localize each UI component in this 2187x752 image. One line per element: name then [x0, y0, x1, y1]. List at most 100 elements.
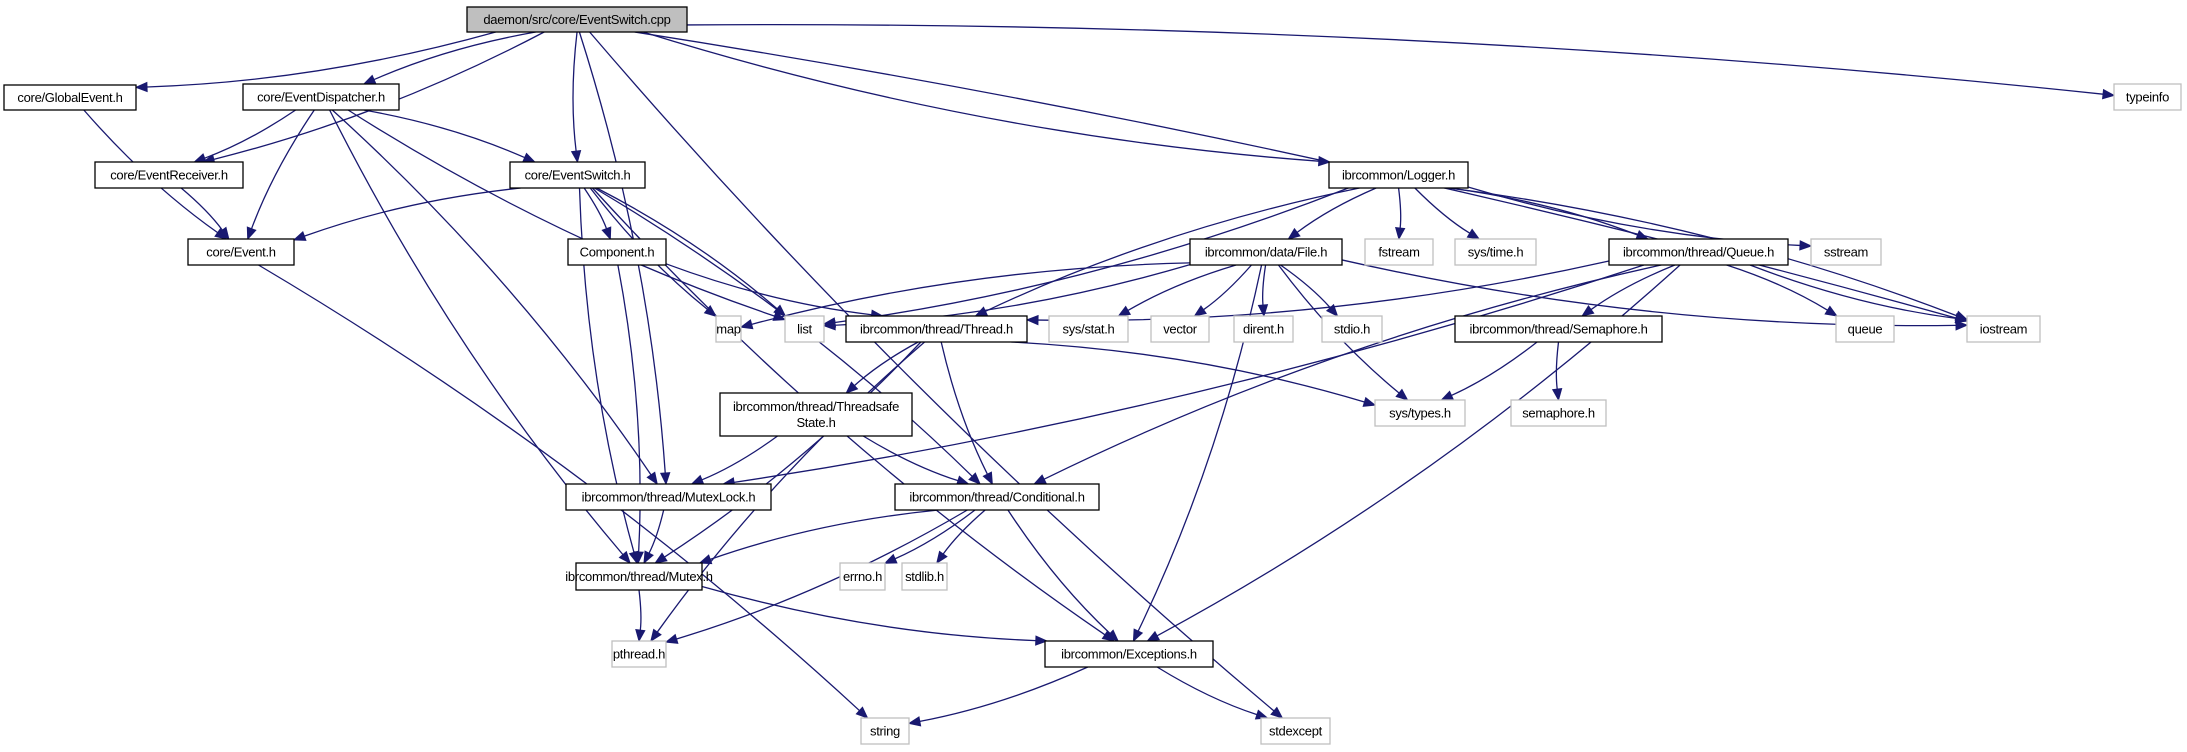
edge-thread-to-systypes — [1011, 341, 1365, 403]
node-queue_h[interactable]: ibrcommon/thread/Queue.h — [1608, 238, 1789, 266]
edge-eventdispatcher-to-eventswitch_h — [363, 109, 525, 159]
arrowhead-queue_h-to-iostream — [1954, 313, 1969, 324]
node-fstream[interactable]: fstream — [1364, 238, 1434, 266]
node-label: sstream — [1824, 245, 1868, 260]
edge-file-to-dirent — [1262, 264, 1267, 306]
node-eventdispatcher[interactable]: core/EventDispatcher.h — [242, 83, 400, 111]
edge-tsstate-to-mutexlock — [701, 435, 778, 481]
node-label: ibrcommon/data/File.h — [1205, 245, 1327, 260]
arrowhead-eventswitch_h-to-event — [292, 231, 307, 241]
node-pthread[interactable]: pthread.h — [611, 640, 667, 668]
node-box — [1048, 315, 1129, 343]
node-box — [1374, 399, 1466, 427]
node-file[interactable]: ibrcommon/data/File.h — [1189, 238, 1343, 266]
edge-conditional-to-mutex — [709, 509, 939, 560]
node-semaphore[interactable]: semaphore.h — [1510, 399, 1607, 427]
node-sysstat[interactable]: sys/stat.h — [1048, 315, 1129, 343]
node-vector[interactable]: vector — [1150, 315, 1210, 343]
node-label: pthread.h — [613, 647, 665, 662]
node-logger[interactable]: ibrcommon/Logger.h — [1328, 161, 1469, 189]
node-stdio[interactable]: stdio.h — [1321, 315, 1383, 343]
edge-root-to-eventdispatcher — [373, 31, 536, 81]
arrowhead-queue_h-to-semaphore_h — [1581, 305, 1595, 317]
node-stdlib[interactable]: stdlib.h — [901, 562, 948, 591]
node-box — [1810, 238, 1882, 266]
edge-conditional-to-exceptions — [1007, 509, 1111, 634]
node-semaphore_h[interactable]: ibrcommon/thread/Semaphore.h — [1454, 315, 1663, 343]
node-eventswitch_h[interactable]: core/EventSwitch.h — [509, 161, 646, 189]
node-box — [1608, 238, 1789, 266]
node-list[interactable]: list — [784, 315, 825, 343]
arrowhead-thread-to-systypes — [1362, 396, 1377, 407]
node-box — [187, 238, 295, 266]
node-box — [1966, 315, 2041, 343]
node-typeinfo[interactable]: typeinfo — [2113, 83, 2182, 111]
node-globalevent[interactable]: core/GlobalEvent.h — [3, 84, 137, 111]
edge-logger-to-iostream — [1449, 187, 1957, 317]
edge-root-to-stdexcept — [589, 31, 1275, 712]
node-box — [567, 238, 667, 266]
arrowhead-file-to-systypes — [1395, 388, 1409, 401]
node-dirent[interactable]: dirent.h — [1233, 315, 1294, 343]
edge-logger-to-thread — [985, 187, 1360, 312]
node-box — [1044, 640, 1214, 668]
node-sstream[interactable]: sstream — [1810, 238, 1882, 266]
arrowhead-root-to-eventdispatcher — [362, 74, 377, 85]
node-systypes[interactable]: sys/types.h — [1374, 399, 1466, 427]
node-box — [575, 562, 703, 591]
edge-conditional-to-pthread — [676, 509, 968, 640]
node-label: ibrcommon/thread/Queue.h — [1623, 245, 1774, 260]
node-map[interactable]: map — [715, 315, 742, 343]
node-box — [611, 640, 667, 668]
node-box — [1364, 238, 1434, 266]
node-stdexcept[interactable]: stdexcept — [1260, 717, 1331, 745]
arrowhead-eventswitch_h-to-component — [601, 226, 612, 241]
nodes-layer: daemon/src/core/EventSwitch.cpp core/Glob… — [3, 6, 2182, 745]
node-mutex[interactable]: ibrcommon/thread/Mutex.h — [565, 562, 713, 591]
node-eventreceiver[interactable]: core/EventReceiver.h — [94, 161, 244, 189]
arrowhead-mutex-to-pthread — [635, 628, 646, 643]
arrowhead-logger-to-file — [1287, 227, 1301, 240]
arrowhead-thread-to-conditional — [982, 471, 993, 486]
arrowhead-file-to-vector — [1193, 305, 1207, 317]
node-errno[interactable]: errno.h — [839, 562, 886, 591]
node-label: core/Event.h — [206, 245, 275, 260]
arrowhead-event-to-string — [855, 706, 869, 719]
node-label: sys/time.h — [1468, 245, 1524, 260]
edge-eventswitch_h-to-event — [304, 187, 521, 237]
arrowhead-file-to-sysstat — [1117, 305, 1132, 317]
node-box — [1328, 161, 1469, 189]
arrowhead-eventdispatcher-to-eventswitch_h — [522, 152, 536, 163]
arrowhead-thread-to-pthread — [650, 628, 662, 643]
edge-eventdispatcher-to-eventreceiver — [204, 109, 297, 159]
arrowhead-file-to-list — [822, 319, 836, 331]
node-iostream[interactable]: iostream — [1966, 315, 2041, 343]
node-conditional[interactable]: ibrcommon/thread/Conditional.h — [894, 483, 1100, 511]
node-label: daemon/src/core/EventSwitch.cpp — [483, 12, 670, 27]
node-string[interactable]: string — [860, 717, 910, 745]
node-mutexlock[interactable]: ibrcommon/thread/MutexLock.h — [565, 483, 772, 511]
edge-file-to-vector — [1203, 264, 1252, 311]
node-event[interactable]: core/Event.h — [187, 238, 295, 266]
node-box — [839, 562, 886, 591]
node-queue[interactable]: queue — [1835, 315, 1895, 343]
edge-eventdispatcher-to-event — [250, 109, 315, 229]
node-component[interactable]: Component.h — [567, 238, 667, 266]
arrowhead-logger-to-sstream — [1799, 240, 1813, 251]
node-thread[interactable]: ibrcommon/thread/Thread.h — [845, 315, 1028, 343]
arrowhead-logger-to-fstream — [1395, 226, 1406, 241]
edge-logger-to-list — [834, 187, 1349, 324]
arrowhead-root-to-eventswitch_h — [570, 149, 582, 164]
node-label: stdexcept — [1269, 724, 1323, 739]
arrowhead-queue_h-to-thread — [1025, 314, 1039, 326]
node-box — [1454, 238, 1537, 266]
node-box — [509, 161, 646, 189]
node-label: Component.h — [580, 245, 655, 260]
node-systime[interactable]: sys/time.h — [1454, 238, 1537, 266]
arrowhead-eventdispatcher-to-event — [246, 226, 257, 241]
node-exceptions[interactable]: ibrcommon/Exceptions.h — [1044, 640, 1214, 668]
edge-conditional-to-errno — [894, 509, 976, 560]
edge-logger-to-fstream — [1397, 187, 1402, 229]
